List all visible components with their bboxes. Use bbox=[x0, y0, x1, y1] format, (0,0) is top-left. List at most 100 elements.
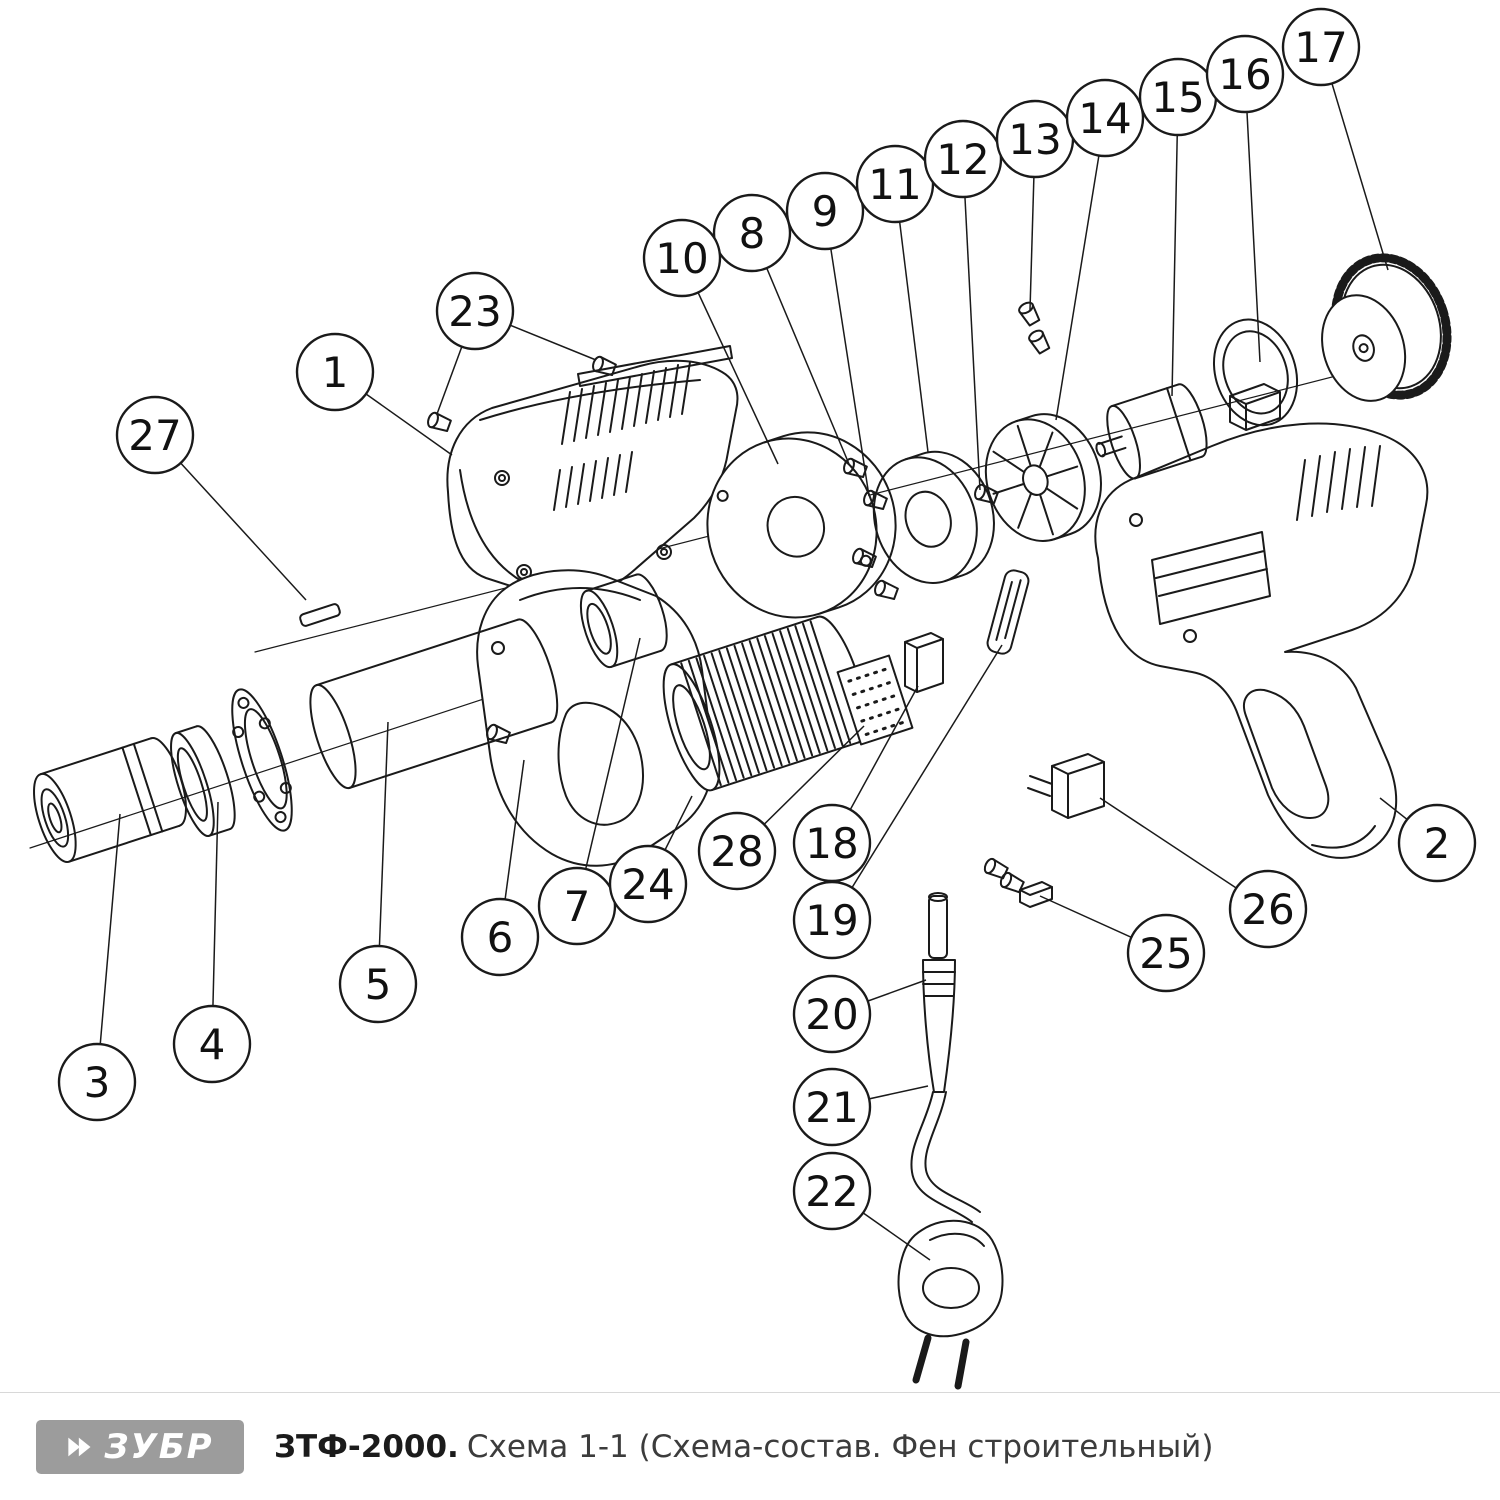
callout-circle bbox=[697, 811, 777, 891]
callout-22: 22 bbox=[792, 1151, 931, 1261]
callout-21: 21 bbox=[792, 1067, 929, 1147]
part-knob bbox=[1321, 253, 1452, 402]
leader-line bbox=[751, 232, 850, 465]
callout-circle bbox=[792, 1151, 872, 1231]
leader-line bbox=[894, 183, 929, 453]
callout-7: 7 bbox=[537, 637, 641, 946]
diagram-caption: ЗТФ-2000.Схема 1-1 (Схема-состав. Фен ст… bbox=[274, 1429, 1213, 1465]
callout-label: 19 bbox=[805, 896, 858, 945]
part-motor bbox=[1095, 383, 1208, 480]
part-tube bbox=[309, 618, 559, 790]
callout-circle bbox=[792, 1067, 872, 1147]
part-rotor bbox=[984, 413, 1103, 542]
callout-label: 6 bbox=[487, 913, 514, 962]
part-flange bbox=[231, 688, 293, 832]
exploded-diagram: 1234567891011121314151617181920212223242… bbox=[29, 7, 1477, 1390]
leader-line bbox=[831, 644, 1003, 921]
part-housing-shell bbox=[446, 345, 739, 600]
part-pin bbox=[299, 603, 341, 627]
callout-label: 23 bbox=[448, 287, 501, 336]
callout-label: 21 bbox=[805, 1083, 858, 1132]
callout-circle bbox=[435, 271, 515, 351]
callout-17: 17 bbox=[1281, 7, 1389, 271]
callout-label: 11 bbox=[868, 160, 921, 209]
part-brush-cube bbox=[1229, 383, 1281, 431]
callout-label: 22 bbox=[805, 1167, 858, 1216]
callout-19: 19 bbox=[792, 644, 1003, 960]
callout-circle bbox=[115, 395, 195, 475]
callout-8: 8 bbox=[712, 193, 850, 465]
callout-9: 9 bbox=[785, 171, 870, 497]
callout-label: 5 bbox=[365, 960, 392, 1009]
callout-14: 14 bbox=[1055, 78, 1145, 421]
callout-4: 4 bbox=[172, 801, 252, 1084]
leader-line bbox=[824, 210, 870, 497]
part-cord-plug bbox=[897, 1091, 1004, 1390]
callout-circle bbox=[712, 193, 792, 273]
callout-label: 10 bbox=[655, 234, 708, 283]
part-brush-ring bbox=[1212, 318, 1299, 427]
callout-circle bbox=[295, 332, 375, 412]
callout-label: 13 bbox=[1008, 115, 1061, 164]
part-slider bbox=[986, 569, 1030, 655]
callout-circle bbox=[785, 171, 865, 251]
callout-circle bbox=[1126, 913, 1206, 993]
callout-circle bbox=[1205, 34, 1285, 114]
leader-line bbox=[576, 637, 641, 907]
caption-label: Схема 1-1 (Схема-состав. Фен строительны… bbox=[466, 1428, 1214, 1465]
callout-label: 3 bbox=[84, 1058, 111, 1107]
callout-circle bbox=[338, 944, 418, 1024]
callout-label: 14 bbox=[1078, 94, 1131, 143]
callout-circle bbox=[460, 897, 540, 977]
leader-line bbox=[377, 721, 389, 985]
leader-line bbox=[1055, 117, 1106, 421]
callout-label: 28 bbox=[710, 827, 763, 876]
part-screws-13 bbox=[1016, 299, 1052, 356]
callout-label: 25 bbox=[1139, 929, 1192, 978]
zubr-logo: ЗУБР bbox=[36, 1419, 244, 1474]
callout-18: 18 bbox=[792, 685, 919, 883]
part-cord-clamp bbox=[981, 856, 1053, 908]
callout-circle bbox=[1281, 7, 1361, 87]
part-switch-block bbox=[1027, 753, 1105, 819]
leader-line bbox=[1171, 96, 1179, 397]
callout-label: 16 bbox=[1218, 50, 1271, 99]
callout-label: 17 bbox=[1294, 23, 1347, 72]
callout-20: 20 bbox=[792, 974, 927, 1054]
part-mica-tube bbox=[579, 573, 668, 669]
callout-6: 6 bbox=[460, 759, 540, 977]
callout-26: 26 bbox=[1099, 797, 1308, 949]
callout-label: 9 bbox=[812, 187, 839, 236]
leader-line bbox=[962, 158, 981, 491]
zubr-logo-text: ЗУБР bbox=[104, 1426, 214, 1467]
callout-label: 7 bbox=[564, 882, 591, 931]
callout-label: 4 bbox=[199, 1020, 226, 1069]
callout-23: 23 bbox=[435, 271, 597, 415]
leader-line bbox=[1244, 73, 1261, 363]
leader-line bbox=[211, 801, 219, 1045]
callout-circle bbox=[1228, 869, 1308, 949]
callout-circle bbox=[1397, 803, 1477, 883]
callout-circle bbox=[537, 866, 617, 946]
callout-label: 18 bbox=[805, 819, 858, 868]
callout-5: 5 bbox=[338, 721, 418, 1024]
callout-11: 11 bbox=[855, 144, 935, 453]
callout-28: 28 bbox=[697, 725, 865, 891]
callout-label: 27 bbox=[128, 411, 181, 460]
part-motor-barrel bbox=[662, 615, 867, 792]
callout-label: 20 bbox=[805, 990, 858, 1039]
part-cord-bushing bbox=[928, 892, 948, 959]
callout-10: 10 bbox=[642, 218, 779, 465]
callout-label: 26 bbox=[1241, 885, 1294, 934]
callout-24: 24 bbox=[608, 795, 693, 924]
part-ring bbox=[170, 725, 236, 838]
footer: ЗУБР ЗТФ-2000.Схема 1-1 (Схема-состав. Ф… bbox=[0, 1392, 1500, 1500]
callout-label: 2 bbox=[1424, 819, 1451, 868]
callout-circle bbox=[1065, 78, 1145, 158]
callout-circle bbox=[792, 880, 872, 960]
callout-13: 13 bbox=[995, 99, 1075, 311]
callout-1: 1 bbox=[295, 332, 453, 456]
callout-25: 25 bbox=[1039, 895, 1206, 993]
